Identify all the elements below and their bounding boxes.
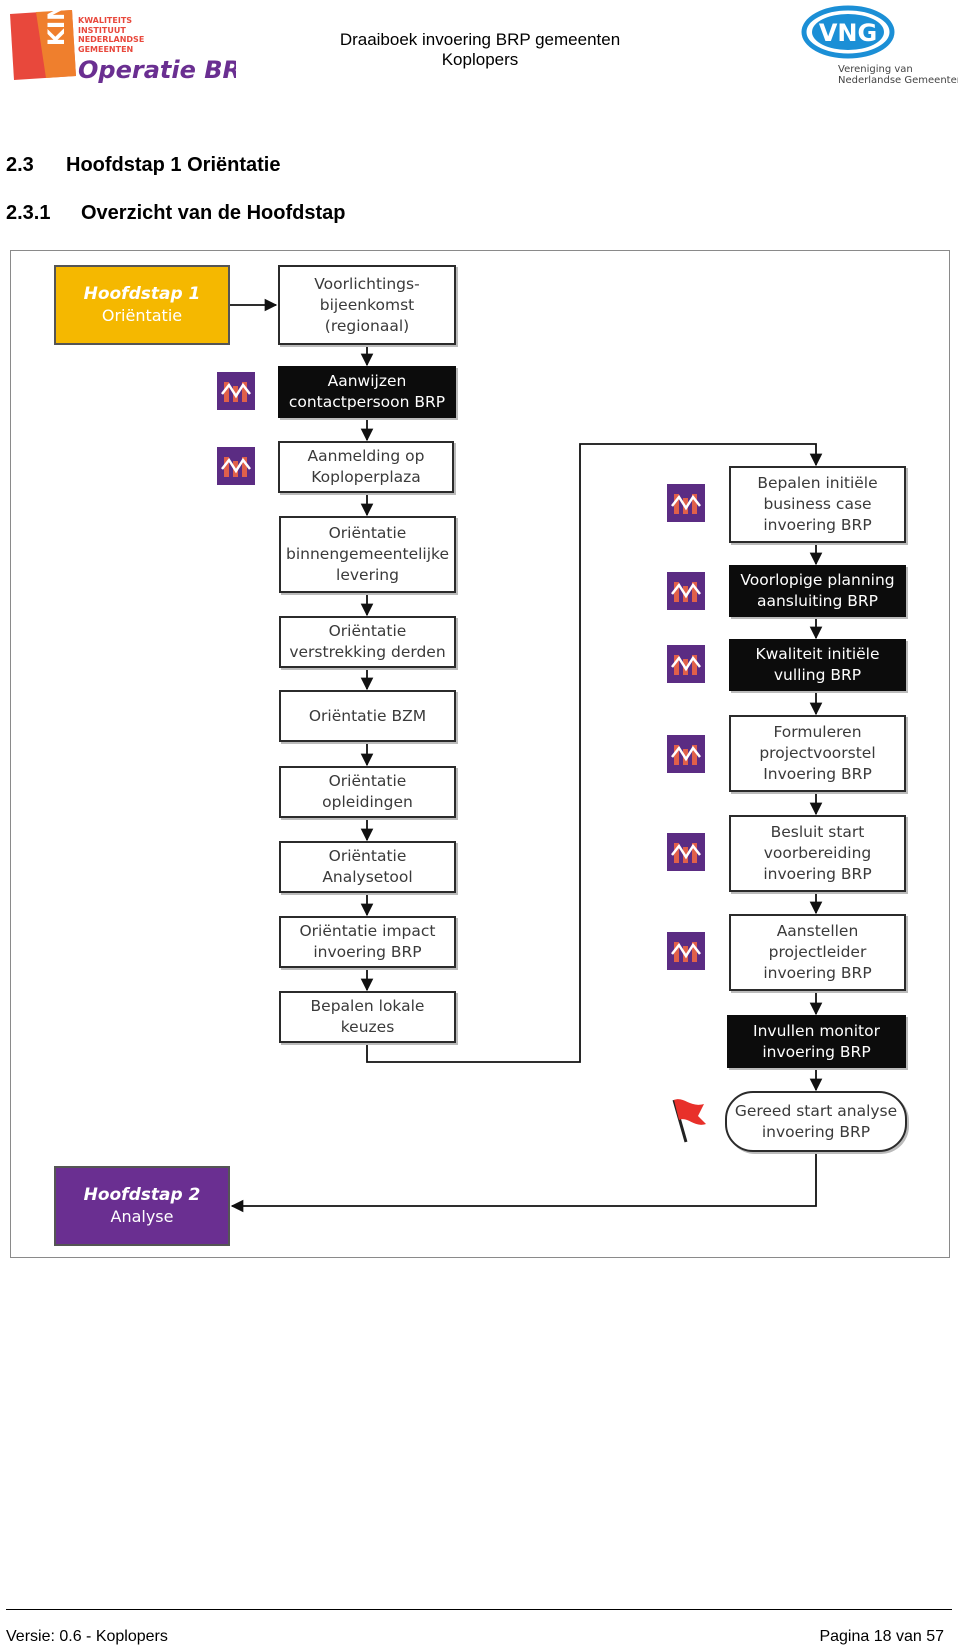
step-besluit-start-voorbereiding: Besluit start voorbereiding invoering BR… xyxy=(729,815,906,892)
king-mark: KING xyxy=(45,6,70,46)
step-orientatie-analysetool: Oriëntatie Analysetool xyxy=(279,841,456,893)
koplopers-icon xyxy=(667,645,705,683)
koplopers-icon xyxy=(667,735,705,773)
footer-page-number: Pagina 18 van 57 xyxy=(819,1628,944,1645)
koplopers-icon xyxy=(217,447,255,485)
step-voorlichtingsbijeenkomst: Voorlichtings- bijeenkomst (regionaal) xyxy=(278,265,456,345)
footer-version: Versie: 0.6 - Koplopers xyxy=(6,1628,168,1645)
step-voorlopige-planning: Voorlopige planning aansluiting BRP xyxy=(729,565,906,617)
step-aanmelding-koploperplaza: Aanmelding op Koploperplaza xyxy=(278,441,454,493)
step-orientatie-binnengemeentelijke-levering: Oriëntatie binnengemeentelijke levering xyxy=(279,516,456,593)
king-org-name: KWALITEITS INSTITUUT NEDERLANDSE GEMEENT… xyxy=(78,16,145,54)
koplopers-icon xyxy=(217,372,255,410)
document-subtitle: Koplopers xyxy=(441,50,519,69)
vng-mark: VNG xyxy=(819,19,877,47)
step-orientatie-impact: Oriëntatie impact invoering BRP xyxy=(279,916,456,968)
section-number: 2.3 xyxy=(6,154,34,176)
document-header: Draaiboek invoering BRP gemeenten Koplop… xyxy=(300,30,660,70)
vng-org-line2: Nederlandse Gemeenten xyxy=(838,75,958,86)
step-orientatie-verstrekking-derden: Oriëntatie verstrekking derden xyxy=(279,616,456,668)
step-aanwijzen-contactpersoon: Aanwijzen contactpersoon BRP xyxy=(278,366,456,418)
connector-arrow xyxy=(366,443,823,1063)
step-invullen-monitor: Invullen monitor invoering BRP xyxy=(727,1015,906,1068)
process-diagram-frame xyxy=(10,250,950,1258)
start-stage-title: Hoofdstap 1 xyxy=(83,284,201,304)
end-stage-subtitle: Analyse xyxy=(110,1207,174,1226)
end-stage-title: Hoofdstap 2 xyxy=(83,1185,201,1205)
operatie-brp-wordmark: Operatie BRP xyxy=(78,56,236,84)
red-flag-icon xyxy=(666,1094,710,1144)
subsection-title: Overzicht van de Hoofdstap xyxy=(81,202,346,224)
koplopers-icon xyxy=(667,833,705,871)
end-stage-box: Hoofdstap 2 Analyse xyxy=(54,1166,230,1246)
koplopers-icon xyxy=(667,932,705,970)
koplopers-icon xyxy=(667,484,705,522)
milestone-gereed-start-analyse: Gereed start analyse invoering BRP xyxy=(725,1091,907,1152)
step-bepalen-business-case: Bepalen initiële business case invoering… xyxy=(729,466,906,543)
step-aanstellen-projectleider: Aanstellen projectleider invoering BRP xyxy=(729,914,906,991)
connector-arrow xyxy=(230,1152,817,1213)
section-heading: 2.3 Hoofdstap 1 Oriëntatie xyxy=(6,154,280,177)
step-orientatie-opleidingen: Oriëntatie opleidingen xyxy=(279,766,456,818)
koplopers-icon xyxy=(667,572,705,610)
footer-rule xyxy=(6,1609,952,1610)
vng-logo: VNG Vereniging van Nederlandse Gemeenten xyxy=(800,4,960,86)
step-formuleren-projectvoorstel: Formuleren projectvoorstel Invoering BRP xyxy=(729,715,906,792)
start-stage-subtitle: Oriëntatie xyxy=(101,306,183,325)
document-title: Draaiboek invoering BRP gemeenten xyxy=(339,30,621,49)
subsection-number: 2.3.1 xyxy=(6,202,51,224)
start-stage-box: Hoofdstap 1 Oriëntatie xyxy=(54,265,230,345)
step-orientatie-bzm: Oriëntatie BZM xyxy=(279,690,456,742)
step-kwaliteit-vulling: Kwaliteit initiële vulling BRP xyxy=(729,639,906,691)
step-bepalen-lokale-keuzes: Bepalen lokale keuzes xyxy=(279,991,456,1043)
king-operatie-brp-logo: KING KWALITEITS INSTITUUT NEDERLANDSE GE… xyxy=(6,0,259,86)
section-title: Hoofdstap 1 Oriëntatie xyxy=(66,154,281,176)
vng-org-line1: Vereniging van xyxy=(838,64,913,75)
subsection-heading: 2.3.1 Overzicht van de Hoofdstap xyxy=(6,202,346,225)
